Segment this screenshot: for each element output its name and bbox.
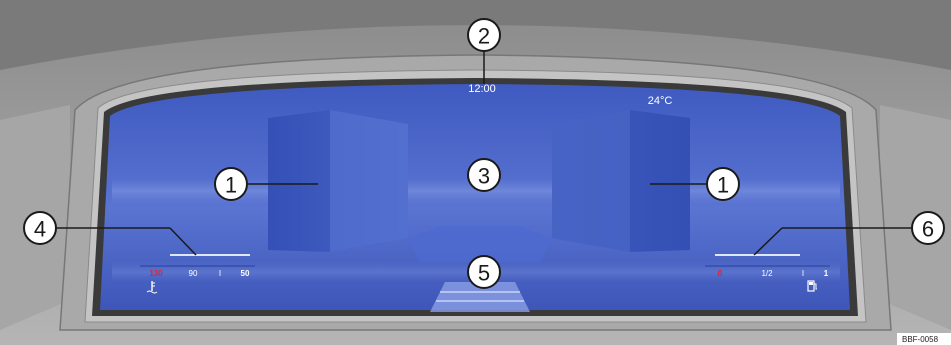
left-display-facet bbox=[330, 110, 408, 252]
callout-1-left: 1 bbox=[215, 168, 247, 200]
callout-4: 4 bbox=[24, 212, 56, 244]
right-display-facet bbox=[552, 110, 630, 252]
fuel-tick-label: 0 bbox=[718, 269, 723, 278]
svg-text:1: 1 bbox=[225, 173, 237, 198]
fuel-tick-label: 1/2 bbox=[761, 269, 773, 278]
callout-6: 6 bbox=[912, 212, 944, 244]
coolant-tick-label: I bbox=[219, 269, 221, 278]
fuel-tick-label: 1 bbox=[824, 269, 829, 278]
callout-5: 5 bbox=[468, 256, 500, 288]
callout-1-right: 1 bbox=[707, 168, 739, 200]
clock-readout: 12:00 bbox=[468, 83, 496, 95]
svg-text:4: 4 bbox=[34, 217, 46, 242]
coolant-tick-label: 50 bbox=[241, 269, 250, 278]
callout-3: 3 bbox=[468, 159, 500, 191]
callout-2: 2 bbox=[468, 19, 500, 51]
svg-text:1: 1 bbox=[717, 173, 729, 198]
svg-text:3: 3 bbox=[478, 164, 490, 189]
svg-text:5: 5 bbox=[478, 261, 490, 286]
svg-text:6: 6 bbox=[922, 217, 934, 242]
outside-temperature: 24°C bbox=[648, 95, 673, 107]
coolant-tick-label: 90 bbox=[189, 269, 198, 278]
coolant-tick-label: 130 bbox=[149, 269, 163, 278]
svg-text:2: 2 bbox=[478, 24, 490, 49]
reference-code: BBF-0058 bbox=[902, 335, 939, 344]
fuel-tick-label: I bbox=[802, 269, 804, 278]
